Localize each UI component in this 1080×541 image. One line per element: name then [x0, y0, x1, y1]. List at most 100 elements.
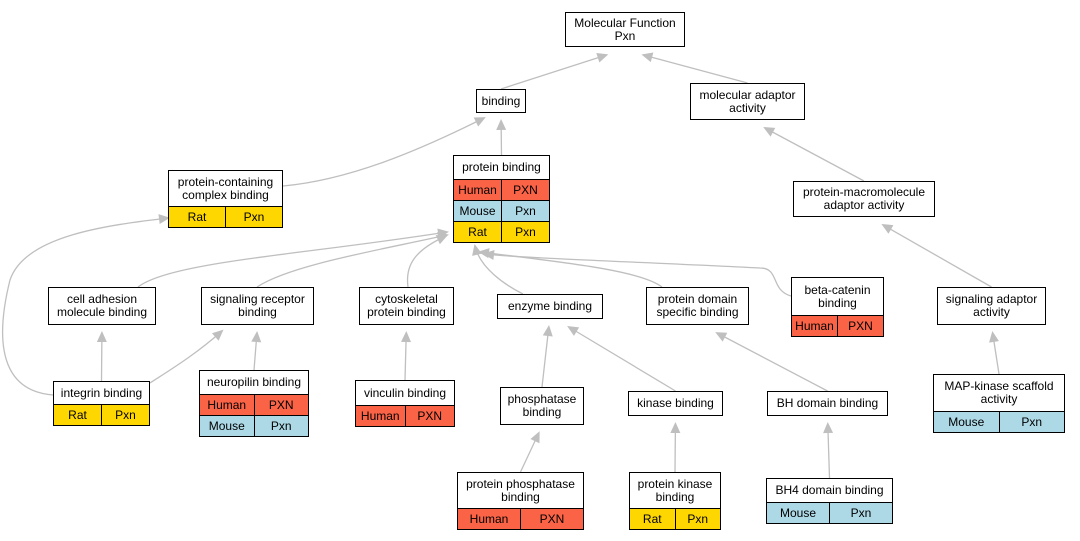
go-term-node-root[interactable]: Molecular Function Pxn	[565, 12, 685, 47]
go-term-node-pm-adaptor[interactable]: protein-macromolecule adaptor activity	[793, 181, 935, 217]
species-cell: Human	[356, 406, 406, 426]
go-term-node-binding[interactable]: binding	[476, 89, 526, 113]
edge-arrowhead	[472, 244, 482, 256]
go-term-node-kinase[interactable]: kinase binding	[628, 391, 723, 416]
species-cell: Human	[200, 395, 255, 415]
go-term-node-enzyme[interactable]: enzyme binding	[497, 294, 603, 319]
annotation-row: Human PXN	[200, 394, 308, 415]
annotation-row: Rat Pxn	[454, 221, 549, 242]
go-term-label: neuropilin binding	[206, 375, 302, 389]
edge-arrowhead	[542, 325, 553, 337]
edge-arrowhead	[437, 228, 449, 239]
species-cell: Human	[458, 509, 521, 529]
go-term-node-cytoskeletal[interactable]: cytoskeletal protein binding	[359, 287, 454, 325]
edge-arrowhead	[596, 53, 609, 63]
go-term-node-cell-adhesion[interactable]: cell adhesion molecule binding	[48, 287, 156, 325]
go-term-label: BH4 domain binding	[775, 483, 884, 497]
go-term-node-phosphatase[interactable]: phosphatase binding	[500, 387, 584, 425]
gene-cell: Pxn	[515, 225, 536, 239]
annotation-row: Rat Pxn	[630, 508, 720, 529]
go-term-label: beta-catenin binding	[804, 282, 871, 310]
go-term-label: cytoskeletal protein binding	[367, 292, 446, 319]
go-term-label: kinase binding	[637, 396, 714, 410]
gene-cell: PXN	[268, 398, 294, 412]
edge-kinase-to-enzyme	[568, 326, 676, 392]
go-term-node-domain-specific[interactable]: protein domain specific binding	[646, 287, 749, 325]
go-term-node-sig-receptor[interactable]: signaling receptor binding	[201, 287, 314, 325]
edge-pm-adaptor-to-mol-adaptor	[764, 127, 865, 182]
edge-domain-specific-to-protein-binding	[479, 251, 663, 288]
go-term-label: vinculin binding	[363, 385, 447, 400]
edge-prot-phosphatase-to-phosphatase	[519, 432, 540, 473]
edge-arrowhead	[496, 119, 507, 131]
species-cell: Mouse	[454, 201, 502, 221]
annotation-row: Human PXN	[454, 179, 549, 200]
go-term-label: MAP-kinase scaffold activity	[944, 379, 1054, 406]
edge-mol-adaptor-to-root	[643, 54, 748, 84]
edge-arrowhead	[483, 250, 495, 260]
edge-arrowhead	[530, 431, 540, 444]
species-cell: Rat	[454, 222, 502, 242]
edge-bh4-domain-to-bh-domain	[827, 423, 831, 479]
edge-arrowhead	[251, 331, 262, 343]
go-term-node-bh-domain[interactable]: BH domain binding	[767, 391, 888, 416]
species-cell: Rat	[169, 207, 226, 227]
gene-cell: Pxn	[687, 512, 709, 526]
edge-bh-domain-to-domain-specific	[716, 332, 828, 392]
edge-arrowhead	[211, 329, 224, 341]
edge-arrowhead	[641, 52, 654, 63]
edge-arrowhead	[715, 332, 728, 342]
gene-cell: Pxn	[270, 419, 292, 433]
species-cell: Rat	[630, 509, 676, 529]
gene-cell: PXN	[513, 183, 538, 197]
go-term-node-mol-adaptor[interactable]: molecular adaptor activity	[690, 83, 805, 120]
species-cell: Human	[454, 180, 502, 200]
edge-cytoskeletal-to-protein-binding	[406, 235, 447, 288]
edge-enzyme-to-protein-binding	[474, 245, 524, 295]
edge-arrowhead	[881, 224, 894, 234]
annotation-row: Mouse Pxn	[454, 200, 549, 221]
gene-cell: Pxn	[850, 506, 872, 520]
edge-arrowhead	[478, 248, 490, 259]
edge-arrowhead	[763, 127, 776, 137]
species-cell: Human	[792, 316, 838, 336]
edge-neuropilin-to-sig-receptor	[253, 332, 258, 371]
go-term-label: protein kinase binding	[637, 476, 713, 504]
go-term-label: signaling adaptor activity	[945, 292, 1038, 319]
edge-mapk-scaffold-to-sig-adaptor	[991, 332, 1000, 375]
edge-arrowhead	[670, 422, 681, 434]
go-term-label: signaling receptor binding	[210, 292, 305, 319]
go-term-label: molecular adaptor activity	[699, 87, 796, 115]
go-term-node-sig-adaptor[interactable]: signaling adaptor activity	[937, 287, 1046, 325]
edge-binding-to-root	[500, 54, 607, 90]
gene-cell: Pxn	[515, 204, 536, 218]
go-term-label: protein phosphatase binding	[466, 476, 575, 504]
edge-arrowhead	[989, 331, 999, 343]
edge-cell-adhesion-to-protein-binding	[137, 231, 448, 288]
go-term-label: BH domain binding	[776, 396, 879, 410]
go-term-label: protein-macromolecule adaptor activity	[802, 185, 926, 212]
edge-arrowhead	[401, 331, 412, 343]
go-term-label: binding	[481, 93, 521, 108]
edge-vinculin-to-cytoskeletal	[404, 332, 407, 381]
edge-arrowhead	[437, 232, 449, 242]
edge-sig-adaptor-to-pm-adaptor	[882, 224, 992, 288]
go-term-label: Molecular Function Pxn	[574, 15, 676, 43]
